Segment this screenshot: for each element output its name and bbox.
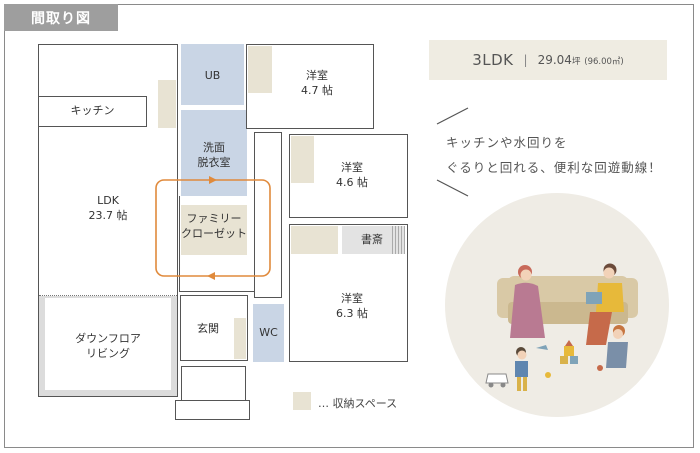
bedroom-1-label: 洋室 4.7 帖 <box>287 69 347 99</box>
legend-storage-swatch <box>293 392 311 410</box>
header-title: 間取り図 <box>4 4 118 31</box>
washroom-line1: 洗面 <box>203 141 225 154</box>
kitchen-storage <box>158 80 176 128</box>
bedroom-1-size: 4.7 帖 <box>301 83 333 97</box>
catch-line-2: ぐるりと回れる、便利な回遊動線！ <box>446 160 662 175</box>
bedroom-2-label: 洋室 4.6 帖 <box>322 161 382 191</box>
ub-room <box>181 44 244 105</box>
corridor-wall-bottom <box>179 291 255 292</box>
study-label: 書斎 <box>361 233 383 246</box>
downfloor-line1: ダウンフロア <box>75 332 141 345</box>
bedroom-3-size: 6.3 帖 <box>336 306 368 320</box>
area-tsubo: 29.04 <box>537 53 572 67</box>
summary-box: 3LDK | 29.04坪 (96.00㎡) <box>429 40 667 80</box>
bedroom-3-label: 洋室 6.3 帖 <box>322 292 382 322</box>
catch-line-1: キッチンや水回りを <box>446 135 568 150</box>
bedroom-1-storage <box>248 46 272 93</box>
bedroom-2-name: 洋室 <box>341 161 363 174</box>
area-tsubo-unit: 坪 <box>571 57 581 67</box>
family-closet-label: ファミリー クローゼット <box>176 212 252 242</box>
summary-separator: | <box>523 53 528 67</box>
ub-label: UB <box>204 69 221 82</box>
corridor-wall <box>179 196 180 292</box>
study-shelf <box>392 226 405 254</box>
ldk-label: LDK 23.7 帖 <box>78 194 138 224</box>
ldk-name: LDK <box>97 194 119 207</box>
bedroom-1-name: 洋室 <box>306 69 328 82</box>
family-closet-line1: ファミリー <box>186 212 242 225</box>
downfloor-divider <box>39 295 177 296</box>
bedroom-3-storage <box>291 226 338 254</box>
downfloor-line2: リビング <box>86 346 130 360</box>
bedroom-3-name: 洋室 <box>341 292 363 305</box>
kitchen-label: キッチン <box>70 104 115 118</box>
downfloor-living <box>39 296 177 396</box>
wc-label: WC <box>259 326 278 339</box>
ldk-size: 23.7 帖 <box>88 208 128 222</box>
kitchen-counter: キッチン <box>38 96 147 127</box>
porch-step <box>175 400 250 420</box>
bedroom-2-size: 4.6 帖 <box>336 175 368 189</box>
downfloor-label: ダウンフロア リビング <box>58 332 158 362</box>
washroom-line2: 脱衣室 <box>197 155 231 169</box>
family-closet-line2: クローゼット <box>181 226 247 240</box>
entrance-label: 玄関 <box>197 322 219 335</box>
wc-room <box>253 304 284 362</box>
area-value: 29.04坪 (96.00㎡) <box>538 53 624 67</box>
bedroom-2-storage <box>291 136 314 183</box>
area-sqm: (96.00㎡) <box>584 57 624 67</box>
legend-storage-text: … 収納スペース <box>318 397 398 410</box>
layout-type: 3LDK <box>472 51 514 69</box>
entrance-storage <box>234 318 246 359</box>
washroom-label: 洗面 脱衣室 <box>181 141 247 171</box>
porch <box>181 366 246 401</box>
corridor-wall-right <box>254 132 282 298</box>
